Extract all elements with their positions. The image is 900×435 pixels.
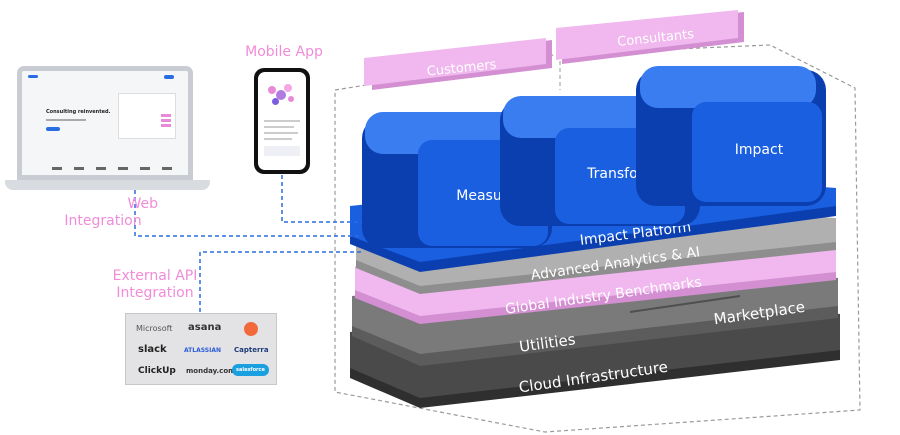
clickup-logo: ClickUp [138,366,176,376]
web-integration-line2: Integration [64,213,142,229]
slack-logo: slack [138,344,167,355]
customers-label: Customers [426,57,497,79]
mobile-app-label: Mobile App [245,44,323,60]
laptop-logo [28,75,38,78]
laptop-mockup: Consulting reinvented. [5,66,210,192]
web-connector [134,190,362,237]
microsoft-logo: Microsoft [136,324,173,333]
laptop-subline [46,119,86,121]
customers-tab: Customers [364,38,552,90]
impact-label: Impact [735,142,784,158]
laptop-headline: Consulting reinvented. [46,109,111,115]
web-integration-label: Web Integration [48,196,158,230]
laptop-cta-button [164,75,174,79]
impact-module: Impact [636,66,826,206]
laptop-dashboard-preview [118,93,176,139]
integrations-box: Microsoft asana slack ATLASSIAN Capterra… [125,313,277,385]
g2-logo [244,322,258,336]
asana-logo: asana [188,322,222,333]
mobile-connector [281,175,362,223]
monday-logo: monday.com [186,367,236,375]
laptop-base [5,180,210,190]
laptop-button [46,127,60,131]
laptop-screen: Consulting reinvented. [17,66,193,182]
web-integration-line1: Web [127,196,158,212]
external-api-line1: External API [112,268,198,284]
external-api-line2: Integration [116,285,194,301]
salesforce-logo: salesforce [232,364,269,376]
phone-mockup [254,68,310,174]
external-api-label: External API Integration [100,268,210,302]
atlassian-logo: ATLASSIAN [184,347,222,354]
layer-divider [629,295,741,313]
api-connector [199,251,362,312]
consultants-tab: Consultants [556,10,744,64]
laptop-logo-strip [52,167,172,170]
phone-screen [258,72,306,170]
capterra-logo: Capterra [234,346,269,354]
